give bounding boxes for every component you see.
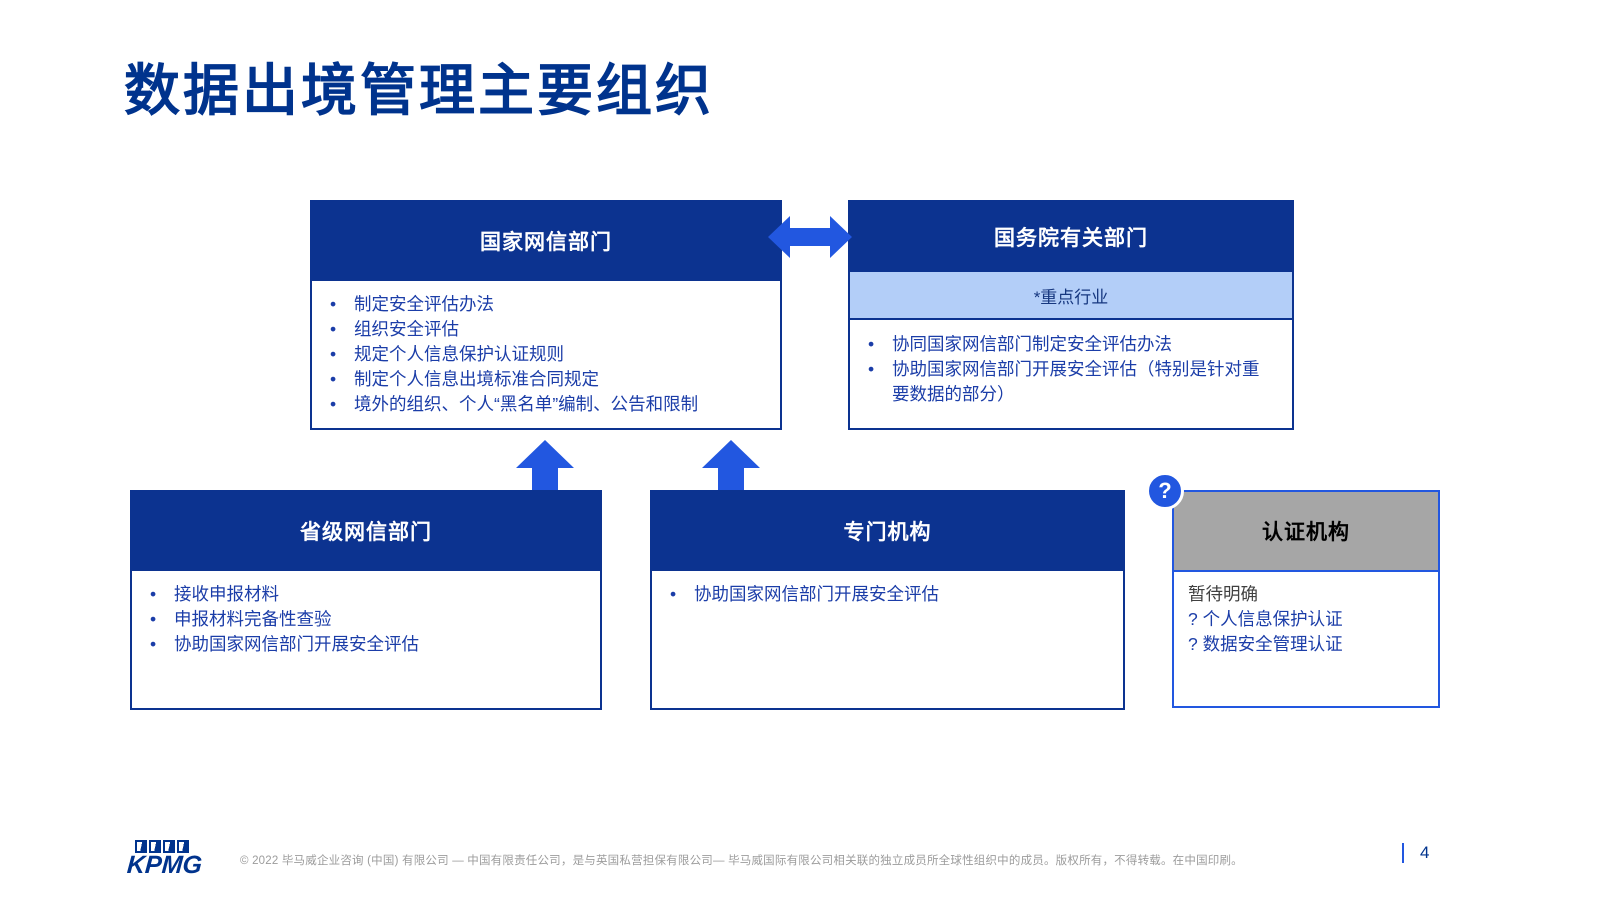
bullet-item: 境外的组织、个人“黑名单”编制、公告和限制 <box>312 392 762 417</box>
box-special-agency-bullets: 协助国家网信部门开展安全评估 <box>652 582 1123 607</box>
box-certification-note: 暂待明确 <box>1188 584 1258 604</box>
copyright-text: © 2022 毕马威企业咨询 (中国) 有限公司 — 中国有限责任公司，是与英国… <box>240 855 1243 867</box>
bullet-item: 协同国家网信部门制定安全评估办法 <box>850 332 1274 357</box>
bullet-item: 协助国家网信部门开展安全评估（特别是针对重要数据的部分） <box>850 357 1274 407</box>
bullet-item: 接收申报材料 <box>132 582 582 607</box>
box-special-agency: 专门机构 协助国家网信部门开展安全评估 <box>650 490 1125 710</box>
bullet-item: 制定个人信息出境标准合同规定 <box>312 367 762 392</box>
box-state-council-header: 国务院有关部门 <box>849 201 1293 273</box>
box-state-council: 国务院有关部门 *重点行业 协同国家网信部门制定安全评估办法协助国家网信部门开展… <box>848 200 1294 430</box>
page-title: 数据出境管理主要组织 <box>124 59 714 122</box>
kpmg-logo: KPMG <box>126 840 204 880</box>
box-provincial-header: 省级网信部门 <box>131 491 601 571</box>
kpmg-logo-text: KPMG <box>126 851 204 879</box>
kpmg-logo-block <box>149 840 161 853</box>
kpmg-logo-block <box>163 840 175 853</box>
bullet-item: ? 数据安全管理认证 <box>1188 634 1343 654</box>
kpmg-logo-block <box>177 840 189 853</box>
page-separator <box>1402 843 1404 863</box>
double-arrow-icon <box>768 216 852 258</box>
box-national-cyberspace-header: 国家网信部门 <box>311 201 781 281</box>
box-state-council-subheader: *重点行业 <box>850 272 1292 320</box>
box-state-council-bullets: 协同国家网信部门制定安全评估办法协助国家网信部门开展安全评估（特别是针对重要数据… <box>850 332 1292 407</box>
box-certification-items: ? 个人信息保护认证 ? 数据安全管理认证 <box>1188 607 1438 657</box>
bullet-item: 规定个人信息保护认证规则 <box>312 342 762 367</box>
page-info: 4 <box>1402 843 1429 863</box>
up-arrow-icon <box>516 440 574 492</box>
box-national-cyberspace: 国家网信部门 制定安全评估办法组织安全评估规定个人信息保护认证规则制定个人信息出… <box>310 200 782 430</box>
page-number: 4 <box>1420 843 1430 862</box>
kpmg-logo-blocks <box>135 840 197 853</box>
box-provincial-bullets: 接收申报材料申报材料完备性查验协助国家网信部门开展安全评估 <box>132 582 600 657</box>
box-special-agency-header: 专门机构 <box>651 491 1124 571</box>
bullet-item: 组织安全评估 <box>312 317 762 342</box>
bullet-item: 协助国家网信部门开展安全评估 <box>652 582 1105 607</box>
question-badge-icon: ? <box>1146 472 1184 510</box>
bullet-item: 申报材料完备性查验 <box>132 607 582 632</box>
bullet-item: 制定安全评估办法 <box>312 292 762 317</box>
up-arrow-icon <box>702 440 760 492</box>
kpmg-logo-block <box>135 840 147 853</box>
bullet-item: ? 个人信息保护认证 <box>1188 609 1343 629</box>
box-provincial: 省级网信部门 接收申报材料申报材料完备性查验协助国家网信部门开展安全评估 <box>130 490 602 710</box>
box-certification: 认证机构 暂待明确 ? 个人信息保护认证 ? 数据安全管理认证 <box>1172 490 1440 708</box>
box-national-cyberspace-bullets: 制定安全评估办法组织安全评估规定个人信息保护认证规则制定个人信息出境标准合同规定… <box>312 292 780 417</box>
box-certification-header: 认证机构 <box>1174 492 1438 572</box>
bullet-item: 协助国家网信部门开展安全评估 <box>132 632 582 657</box>
